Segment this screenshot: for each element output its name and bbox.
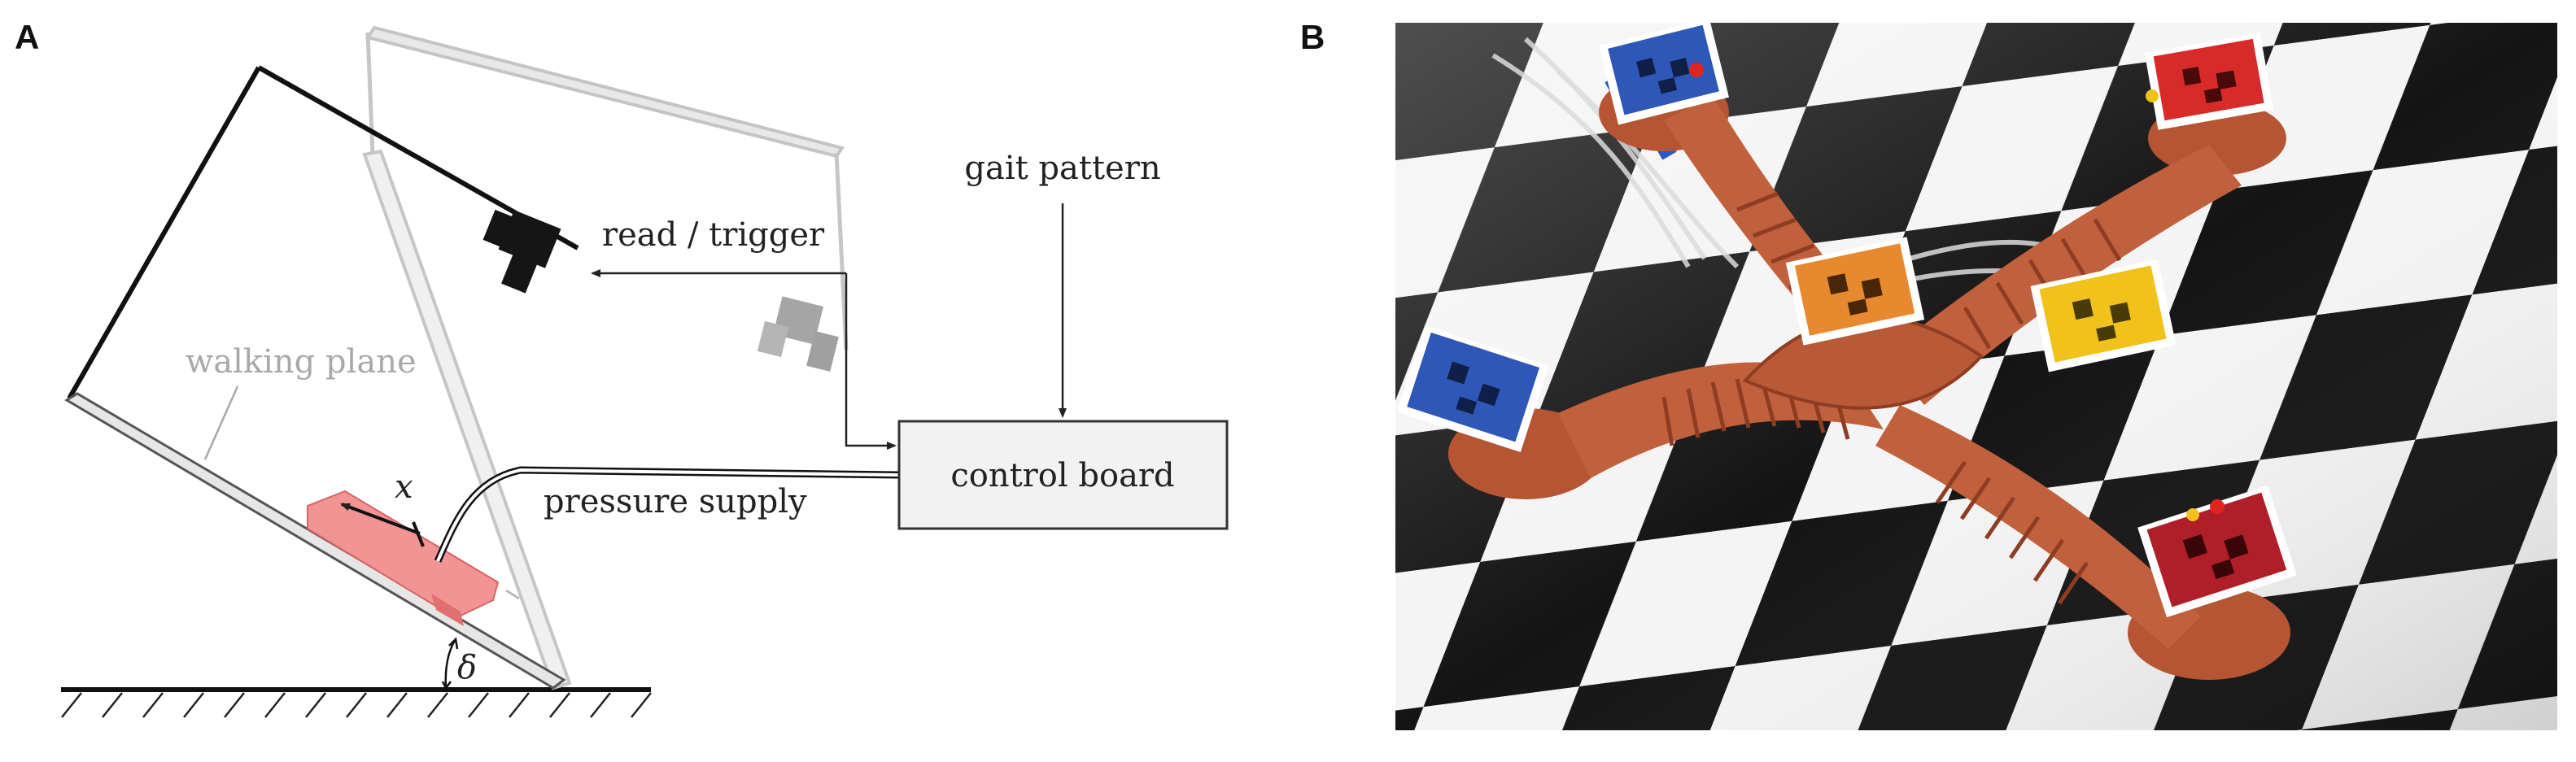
checkerboard-floor xyxy=(1395,23,2557,730)
trigger-to-board-arrow xyxy=(845,273,897,450)
robot-photo xyxy=(1395,23,2557,730)
control-board-label: control board xyxy=(950,457,1174,494)
pressure-tube xyxy=(434,466,900,563)
ghost-frame xyxy=(362,25,849,690)
camera-icon xyxy=(482,209,561,294)
panel-b-label: B xyxy=(1300,18,1325,56)
marker-red xyxy=(2144,33,2274,130)
gait-pattern-label: gait pattern xyxy=(964,150,1160,187)
marker-yellow xyxy=(2030,259,2177,372)
delta-symbol: δ xyxy=(457,649,477,686)
robot-sketch xyxy=(307,490,520,626)
schematic-diagram: walking plane x δ pressure supply contro… xyxy=(61,25,1229,718)
walking-plane-label: walking plane xyxy=(186,343,417,381)
control-board-box xyxy=(897,420,1229,530)
marker-dark-red xyxy=(2137,485,2297,618)
main-frame xyxy=(64,65,579,690)
marker-orange xyxy=(1785,237,1925,346)
panel-a-label: A xyxy=(15,18,40,56)
marker-blue-left xyxy=(1396,325,1549,452)
marker-blue-top xyxy=(1598,23,1730,125)
ghost-camera-icon xyxy=(757,296,839,372)
angle-indicator xyxy=(441,637,459,690)
x-symbol: x xyxy=(395,468,413,506)
displacement-indicator xyxy=(340,503,425,547)
pressure-supply-label: pressure supply xyxy=(544,483,807,520)
read-trigger-label: read / trigger xyxy=(602,216,825,254)
ground xyxy=(61,687,652,718)
